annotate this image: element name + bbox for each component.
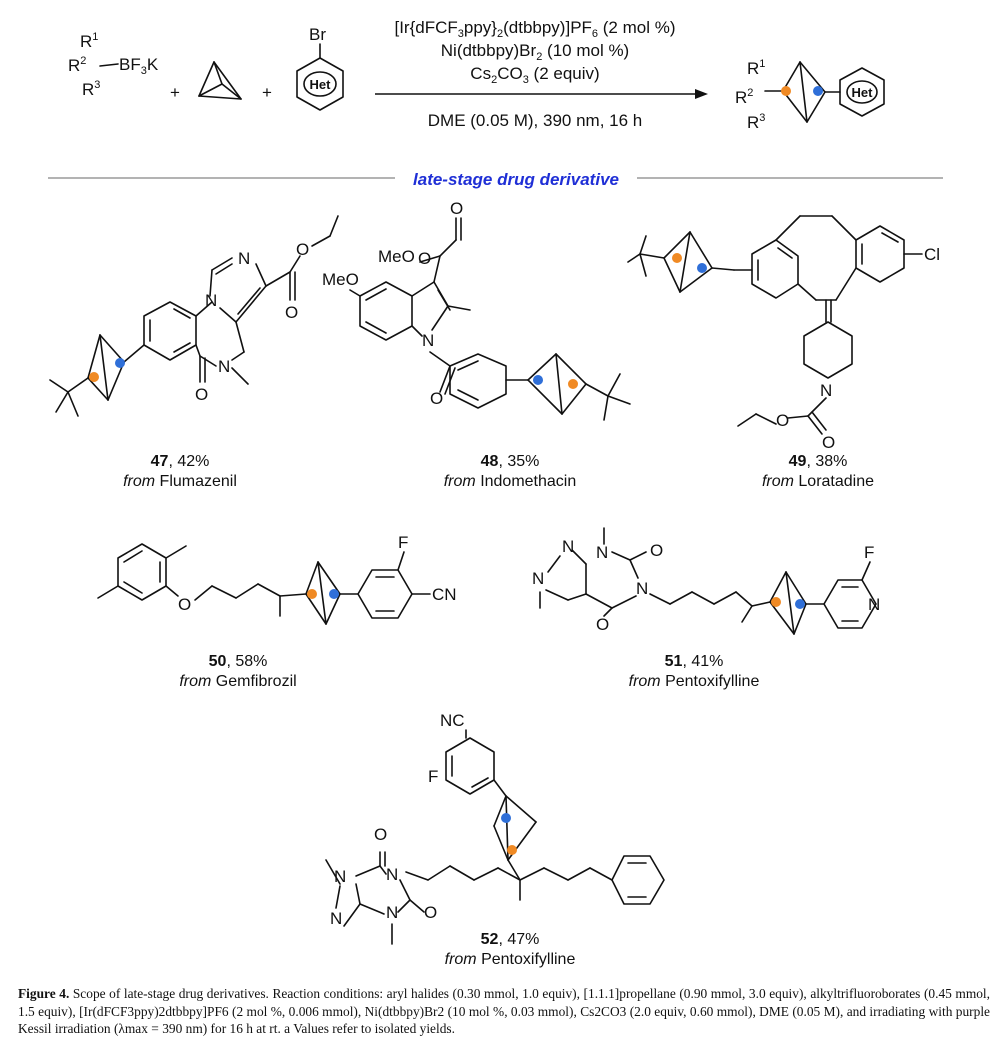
orange-bridgehead-dot <box>781 86 791 96</box>
atom-n8: N <box>532 569 544 588</box>
atom-nc: NC <box>440 711 465 730</box>
atom-o4: O <box>450 199 463 218</box>
atom-o6: O <box>430 389 443 408</box>
het-label: Het <box>310 77 332 92</box>
condition-catalyst: [Ir{dFCF3ppy}2(dtbbpy)]PF6 (2 mol %) <box>394 18 675 40</box>
atom-o12: O <box>374 825 387 844</box>
product-r3: R3 <box>747 112 765 132</box>
structure-48: MeO N O MeO O O <box>322 199 631 421</box>
product-general: R2 R1 R3 Het <box>735 58 885 132</box>
section-title: late-stage drug derivative <box>413 170 619 189</box>
structure-50: O F CN <box>97 533 457 625</box>
atom-f1: F <box>398 533 408 552</box>
substituent-r2: R2 <box>68 55 86 75</box>
atom-meo-ester: MeO <box>378 247 415 266</box>
caption-label: Figure 4. <box>18 986 70 1001</box>
atom-o11: O <box>596 615 609 634</box>
boron-group: BF3K <box>119 55 159 77</box>
substituent-r3: R3 <box>82 79 100 99</box>
atom-n3: N <box>238 249 250 268</box>
atom-n4: N <box>422 331 434 350</box>
structure-51: N N N N O O F <box>532 527 880 635</box>
atom-n5: N <box>820 381 832 400</box>
condition-nickel: Ni(dtbbpy)Br2 (10 mol %) <box>441 41 629 63</box>
atom-f2: F <box>864 543 874 562</box>
atom-n12: N <box>334 867 346 886</box>
atom-n6: N <box>562 537 574 556</box>
structure-49: Cl N O O <box>627 215 940 452</box>
product-het-label: Het <box>852 85 874 100</box>
atom-n11: N <box>386 865 398 884</box>
compound-50-label: 50, 58% from Gemfibrozil <box>179 653 297 690</box>
atom-n10: N <box>868 595 880 614</box>
compound-49-label: 49, 38% from Loratadine <box>761 453 875 490</box>
atom-n13: N <box>330 909 342 928</box>
product-r1: R1 <box>747 58 765 78</box>
atom-n2: N <box>218 357 230 376</box>
bromine-label: Br <box>309 25 326 44</box>
atom-o8: O <box>776 411 789 430</box>
substituent-r1: R1 <box>80 31 98 51</box>
atom-o2: O <box>285 303 298 322</box>
reactant-trifluoroborate: R1 R2 R3 BF3K <box>68 31 159 99</box>
aryl-bromide: Br Het <box>296 25 344 111</box>
condition-base: Cs2CO3 (2 equiv) <box>470 64 599 86</box>
atom-o7: O <box>822 433 835 452</box>
atom-n9: N <box>636 579 648 598</box>
compound-51-label: 51, 41% from Pentoxifylline <box>628 653 760 690</box>
atom-cn: CN <box>432 585 457 604</box>
structure-52: NC F N O N N N O <box>325 711 665 945</box>
reaction-scheme: R1 R2 R3 BF3K + + Br Het [Ir{dFCF3ppy}2(… <box>48 18 943 945</box>
compound-47-label: 47, 42% from Flumazenil <box>123 453 237 490</box>
atom-o10: O <box>650 541 663 560</box>
atom-n14: N <box>386 903 398 922</box>
caption-text: Scope of late-stage drug derivatives. Re… <box>18 986 990 1036</box>
atom-o9: O <box>178 595 191 614</box>
atom-cl: Cl <box>924 245 940 264</box>
atom-o3: O <box>296 240 309 259</box>
product-r2: R2 <box>735 87 753 107</box>
atom-o13: O <box>424 903 437 922</box>
figure-caption: Figure 4. Scope of late-stage drug deriv… <box>18 985 990 1038</box>
atom-f3: F <box>428 767 438 786</box>
reaction-arrow <box>375 89 708 99</box>
atom-n1: N <box>205 291 217 310</box>
propellane <box>198 61 242 100</box>
compound-52-label: 52, 47% from Pentoxifylline <box>444 931 576 968</box>
compound-48-label: 48, 35% from Indomethacin <box>443 453 577 490</box>
atom-o1: O <box>195 385 208 404</box>
atom-meo: MeO <box>322 270 359 289</box>
atom-o5: O <box>418 249 431 268</box>
plus-sign-2: + <box>262 83 272 102</box>
structure-47: N N O N O O <box>49 215 339 417</box>
condition-solvent: DME (0.05 M), 390 nm, 16 h <box>428 111 642 130</box>
atom-n7: N <box>596 543 608 562</box>
blue-bridgehead-dot <box>813 86 823 96</box>
plus-sign-1: + <box>170 83 180 102</box>
